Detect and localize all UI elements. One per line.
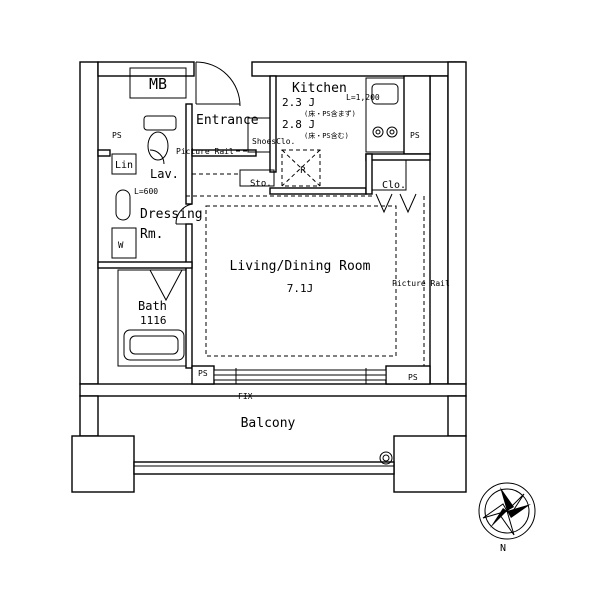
bath-label: Bath — [138, 299, 167, 313]
kitchen-note-2: (床・PS含む) — [304, 131, 349, 140]
ps-label: PS — [112, 131, 122, 140]
north-label: N — [500, 543, 506, 554]
bath-size-label: 1116 — [140, 314, 167, 327]
refrigerator-label: R — [300, 166, 306, 176]
closet-label: Clo. — [382, 180, 406, 191]
entrance-label: Entrance — [196, 113, 259, 128]
stove-burner-icon — [372, 126, 384, 138]
stove-burner-icon — [389, 129, 395, 135]
fix-label: FIX — [238, 392, 253, 401]
lavatory: Lin Lav. L=600 Dressing Rm. W — [111, 115, 203, 259]
kitchen-area-2: 2.8 J — [282, 118, 315, 131]
north-compass-icon: N — [478, 482, 536, 554]
ps-label: PS — [410, 131, 420, 140]
dressing-label: Dressing — [140, 207, 203, 222]
storage-label: Sto. — [250, 179, 272, 189]
ps-label: PS — [198, 369, 208, 378]
mb-label: MB — [149, 75, 167, 93]
balcony-window: FIX — [213, 368, 387, 401]
entrance: Entrance ShoesClo. Picture Rail Sto. — [176, 113, 295, 189]
picture-rail-right-label: Picture Rail — [392, 279, 450, 288]
ps-label: PS — [408, 373, 418, 382]
kitchen-counter-length: L=1,200 — [346, 93, 380, 102]
living-room-area: 7.1J — [287, 282, 314, 295]
bathtub-icon — [123, 329, 185, 361]
stove-burner-icon — [386, 126, 398, 138]
picture-rail-left-label: Picture Rail — [176, 147, 234, 156]
stove-burner-icon — [375, 129, 381, 135]
drain-icon — [379, 451, 393, 465]
outer-walls — [71, 61, 467, 493]
kitchen-label: Kitchen — [292, 81, 347, 96]
kitchen-area-1: 2.3 J — [282, 96, 315, 109]
living-dining-room: Living/Dining Room 7.1J Picture Rail — [186, 195, 450, 366]
closet: Clo. — [371, 159, 417, 214]
shoes-closet-label: ShoesClo. — [252, 137, 295, 146]
balcony: Balcony — [241, 416, 393, 465]
interior-walls — [97, 75, 431, 385]
toilet-bowl-icon — [147, 131, 169, 161]
kitchen-note-1: (床・PS含まず) — [304, 109, 356, 118]
mb-box: MB — [129, 67, 187, 99]
lav-counter-length: L=600 — [134, 187, 158, 196]
washer-label: W — [118, 241, 124, 251]
washbasin-icon — [115, 189, 131, 221]
toilet-icon — [143, 115, 177, 131]
balcony-label: Balcony — [241, 416, 296, 431]
sink-icon — [371, 83, 399, 105]
bathroom: Bath 1116 — [117, 269, 187, 367]
dressing-rm-label: Rm. — [140, 227, 163, 242]
linen-label: Lin — [115, 160, 133, 171]
living-room-label: Living/Dining Room — [230, 259, 371, 274]
entrance-door — [195, 61, 241, 107]
lavatory-label: Lav. — [150, 167, 179, 181]
kitchen: Kitchen 2.3 J (床・PS含まず) 2.8 J (床・PS含む) L… — [281, 77, 405, 187]
